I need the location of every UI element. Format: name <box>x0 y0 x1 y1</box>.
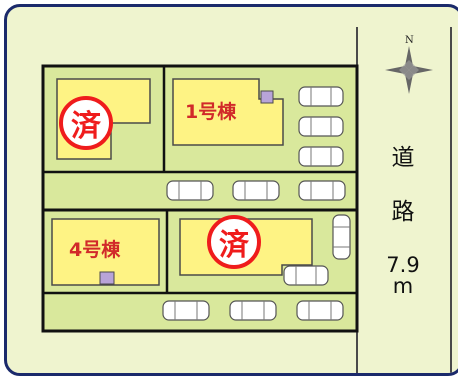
parking-space <box>296 300 344 321</box>
unit-4-label: 4号棟 <box>69 239 121 261</box>
site-plan-map: N 1号棟 4号棟 済 済 道 路 7.9 m <box>4 4 458 376</box>
road-width-unit: m <box>392 274 414 298</box>
parking-space <box>332 214 351 260</box>
unit-1-label: 1号棟 <box>185 101 237 123</box>
road-label-char-1: 道 <box>391 145 415 171</box>
road-width-value: 7.9 <box>386 253 420 277</box>
parking-space <box>166 180 214 201</box>
parking-space <box>283 265 329 286</box>
parking-space <box>298 86 344 107</box>
building-unit-4-porch <box>99 271 115 285</box>
sold-stamp-bottom-center: 済 <box>207 215 261 269</box>
road-label-char-2: 路 <box>391 199 415 225</box>
north-label: N <box>405 35 414 46</box>
parking-space <box>232 180 280 201</box>
sold-stamp-top-left: 済 <box>59 96 113 150</box>
parking-space <box>298 180 346 201</box>
parking-space <box>162 300 210 321</box>
building-unit-1 <box>172 78 284 146</box>
building-unit-1-porch <box>260 90 274 104</box>
parking-space <box>298 116 344 137</box>
compass-icon <box>385 46 433 94</box>
parking-space <box>229 300 277 321</box>
parking-space <box>298 146 344 167</box>
site-plan-drawing <box>41 27 452 373</box>
